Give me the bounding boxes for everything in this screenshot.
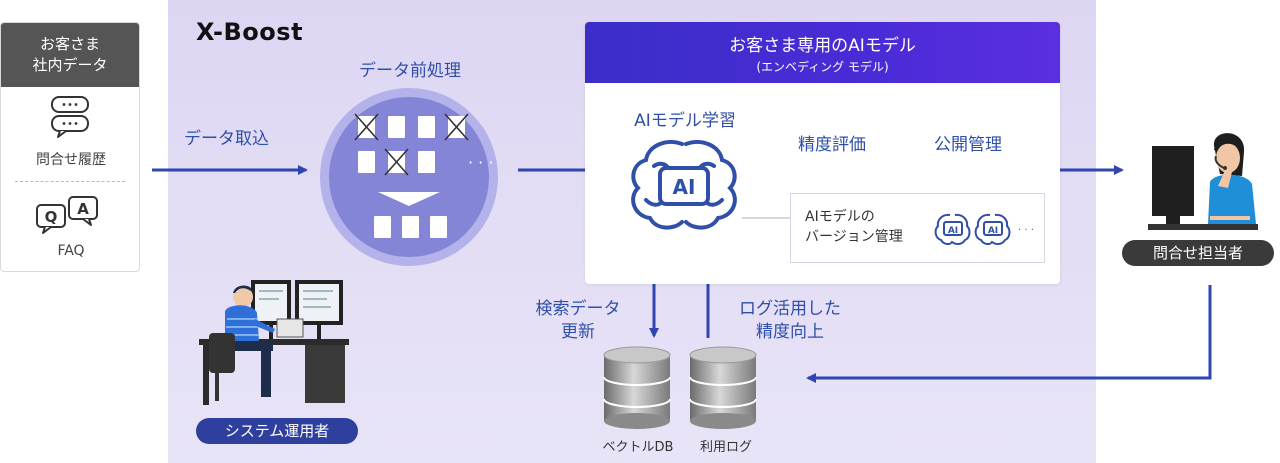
support-agent-illustration (1148, 133, 1258, 230)
source-data-header: お客さま 社内データ (1, 23, 139, 87)
search-update-label: 検索データ 更新 (516, 298, 640, 344)
vector-db-label: ベクトルDB (602, 440, 674, 455)
search-update-line2: 更新 (561, 322, 595, 342)
version-label-line1: AIモデルの (805, 209, 875, 225)
model-versions-icons: AI AI · · · (934, 213, 1034, 246)
publish-label: 公開管理 (934, 135, 1002, 155)
ingest-label: データ取込 (184, 129, 269, 149)
preprocess-circle: · · · (320, 88, 498, 266)
faq-icon: Q A (36, 196, 98, 234)
model-title: お客さま専用のAIモデル (729, 35, 916, 56)
source-header-line2: 社内データ (32, 56, 108, 74)
version-ai-text-2: AI (988, 226, 998, 236)
version-label-line2: バージョン管理 (805, 229, 903, 245)
chat-history-icon (51, 96, 89, 138)
inquiry-history-label: 問合せ履歴 (36, 152, 106, 168)
databases (603, 346, 757, 429)
source-header-line1: お客さま (39, 35, 100, 53)
ai-chip-text: AI (673, 175, 696, 199)
preprocess-label: データ前処理 (359, 61, 461, 81)
support-agent-badge: 問合せ担当者 (1122, 240, 1274, 266)
log-improve-line2: 精度向上 (756, 322, 824, 342)
version-connector (742, 217, 790, 219)
faq-label: FAQ (57, 243, 85, 259)
model-subtitle: (エンベディング モデル) (756, 59, 889, 74)
log-improve-line1: ログ活用した (739, 299, 841, 319)
version-ai-text-1: AI (948, 226, 958, 236)
ai-brain-icon: AI (631, 140, 737, 230)
model-version-box: AIモデルの バージョン管理 AI AI · · · (790, 193, 1045, 263)
arrow-log-return (806, 285, 1212, 383)
search-update-line1: 検索データ (535, 299, 621, 319)
training-label: AIモデル学習 (634, 111, 736, 131)
evaluation-label: 精度評価 (798, 135, 866, 155)
system-operator-illustration (199, 280, 349, 405)
source-divider (15, 181, 125, 182)
vector-db-icon (603, 346, 671, 429)
version-label: AIモデルの バージョン管理 (805, 207, 903, 247)
faq-a-letter: A (77, 200, 89, 218)
log-improve-label: ログ活用した 精度向上 (720, 298, 860, 344)
system-operator-badge: システム運用者 (196, 418, 358, 444)
usage-log-db-icon (689, 346, 757, 429)
faq-q-letter: Q (45, 208, 58, 226)
usage-log-label: 利用ログ (699, 440, 752, 455)
more-docs-ellipsis: · · · (468, 153, 493, 172)
model-header: お客さま専用のAIモデル (エンベディング モデル) (585, 22, 1060, 83)
version-ellipsis: · · · (1018, 225, 1034, 236)
process-down-arrow (378, 192, 440, 206)
xboost-logo: X-Boost (196, 18, 304, 46)
rejected-doc-marks (354, 113, 469, 176)
source-data-card: お客さま 社内データ 問合せ履歴 Q A FAQ (0, 22, 140, 272)
